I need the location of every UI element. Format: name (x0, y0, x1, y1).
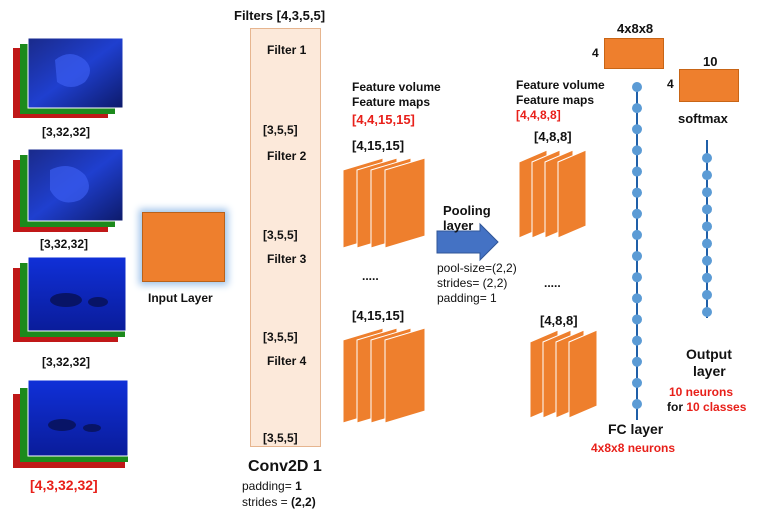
filter-1-label: Filter 1 (267, 43, 307, 57)
fc-neuron (632, 103, 642, 114)
output-matrix-label: 10 (703, 54, 718, 69)
input-image-3 (13, 256, 127, 342)
fc-rows-label: 4 (592, 46, 599, 60)
fc-neuron (632, 187, 642, 198)
pool-strides: strides= (2,2) (437, 276, 508, 290)
conv-padding: padding= 1 (242, 479, 302, 493)
filter-4-shape: [3,5,5] (263, 431, 298, 445)
conv-feature-map (384, 327, 426, 424)
output-classes-value: 10 classes (686, 400, 747, 414)
output-neuron (702, 289, 712, 300)
pool-feature-map (557, 149, 587, 239)
fc-neuron (632, 377, 642, 388)
pooling-arrow (436, 222, 499, 262)
conv-strides-value: (2,2) (291, 495, 316, 509)
output-neuron (702, 238, 712, 249)
image-shape-1: [3,32,32] (42, 125, 91, 139)
fc-neuron (632, 208, 642, 219)
output-neuron (702, 204, 712, 215)
pooling-title-1: Pooling (443, 203, 491, 218)
input-image-4 (13, 379, 129, 468)
fv1-line1: Feature volume (352, 80, 441, 94)
conv-feature-map (384, 157, 426, 249)
fv2-shape: [4,4,8,8] (516, 108, 561, 122)
filter-2-label: Filter 2 (267, 149, 307, 163)
filters-panel (250, 28, 321, 447)
fc-neuron (632, 124, 642, 135)
pool-size: pool-size=(2,2) (437, 261, 517, 275)
input-layer-block (142, 212, 225, 282)
conv-title: Conv2D 1 (248, 458, 322, 475)
output-neuron (702, 272, 712, 283)
fc-neurons (632, 82, 642, 409)
output-classes-prefix: for (667, 400, 687, 414)
fc-neuron (632, 399, 642, 409)
image-shape-3: [3,32,32] (42, 355, 91, 369)
conv-strides: strides = (2,2) (242, 495, 316, 509)
fv1-line2: Feature maps (352, 95, 431, 109)
softmax-label: softmax (678, 111, 728, 126)
conv-padding-value: 1 (295, 479, 302, 493)
output-title-2: layer (693, 363, 726, 379)
output-neurons-label: 10 neurons (669, 385, 734, 399)
output-neuron (702, 153, 712, 163)
fc-title: FC layer (608, 421, 664, 437)
fc-neuron (632, 251, 642, 262)
output-neuron (702, 307, 712, 317)
filter-3-shape: [3,5,5] (263, 330, 298, 344)
filters-header: Filters [4,3,5,5] (234, 8, 326, 23)
fv2-line1: Feature volume (516, 78, 605, 92)
pool-feature-maps (518, 149, 598, 419)
pooling-title-2: layer (443, 218, 474, 233)
fc-neuron (632, 293, 642, 304)
fv1-map-shape-top: [4,15,15] (352, 138, 405, 153)
output-neuron (702, 255, 712, 266)
conv-strides-label: strides = (242, 495, 292, 509)
fv2-map-shape-bottom: [4,8,8] (540, 313, 578, 328)
output-matrix (679, 69, 739, 102)
output-rows-label: 4 (667, 77, 674, 91)
fc-neuron (632, 82, 642, 92)
fc-neurons-label: 4x8x8 neurons (591, 441, 676, 455)
conv-feature-maps (342, 157, 426, 424)
output-title-1: Output (686, 346, 732, 362)
fc-neuron (632, 272, 642, 283)
input-image-1 (13, 37, 124, 118)
fc-neuron (632, 335, 642, 346)
fv2-line2: Feature maps (516, 93, 595, 107)
filter-2-shape: [3,5,5] (263, 228, 298, 242)
fc-neuron (632, 356, 642, 367)
fc-neuron (632, 145, 642, 156)
fv2-ellipsis: ..... (544, 276, 561, 290)
fv2-map-shape-top: [4,8,8] (534, 129, 572, 144)
filter-1-shape: [3,5,5] (263, 123, 298, 137)
fc-neuron (632, 166, 642, 177)
fv1-shape: [4,4,15,15] (352, 112, 415, 127)
image-shape-2: [3,32,32] (40, 237, 89, 251)
output-neurons (702, 153, 712, 317)
filter-3-label: Filter 3 (267, 252, 307, 266)
fc-matrix (604, 38, 664, 69)
fc-matrix-label: 4x8x8 (617, 21, 654, 36)
batch-shape: [4,3,32,32] (30, 477, 98, 493)
input-image-2 (13, 148, 124, 232)
output-classes: for 10 classes (667, 400, 747, 414)
conv-padding-label: padding= (242, 479, 296, 493)
output-neuron (702, 170, 712, 181)
fc-neuron (632, 314, 642, 325)
fv1-map-shape-bottom: [4,15,15] (352, 308, 405, 323)
output-neuron (702, 221, 712, 232)
filter-4-label: Filter 4 (267, 354, 307, 368)
pool-feature-map (568, 329, 598, 419)
fc-neuron (632, 229, 642, 240)
input-layer-label: Input Layer (148, 291, 213, 305)
fv1-ellipsis: ..... (362, 269, 379, 283)
pool-padding: padding= 1 (437, 291, 497, 305)
output-neuron (702, 187, 712, 198)
